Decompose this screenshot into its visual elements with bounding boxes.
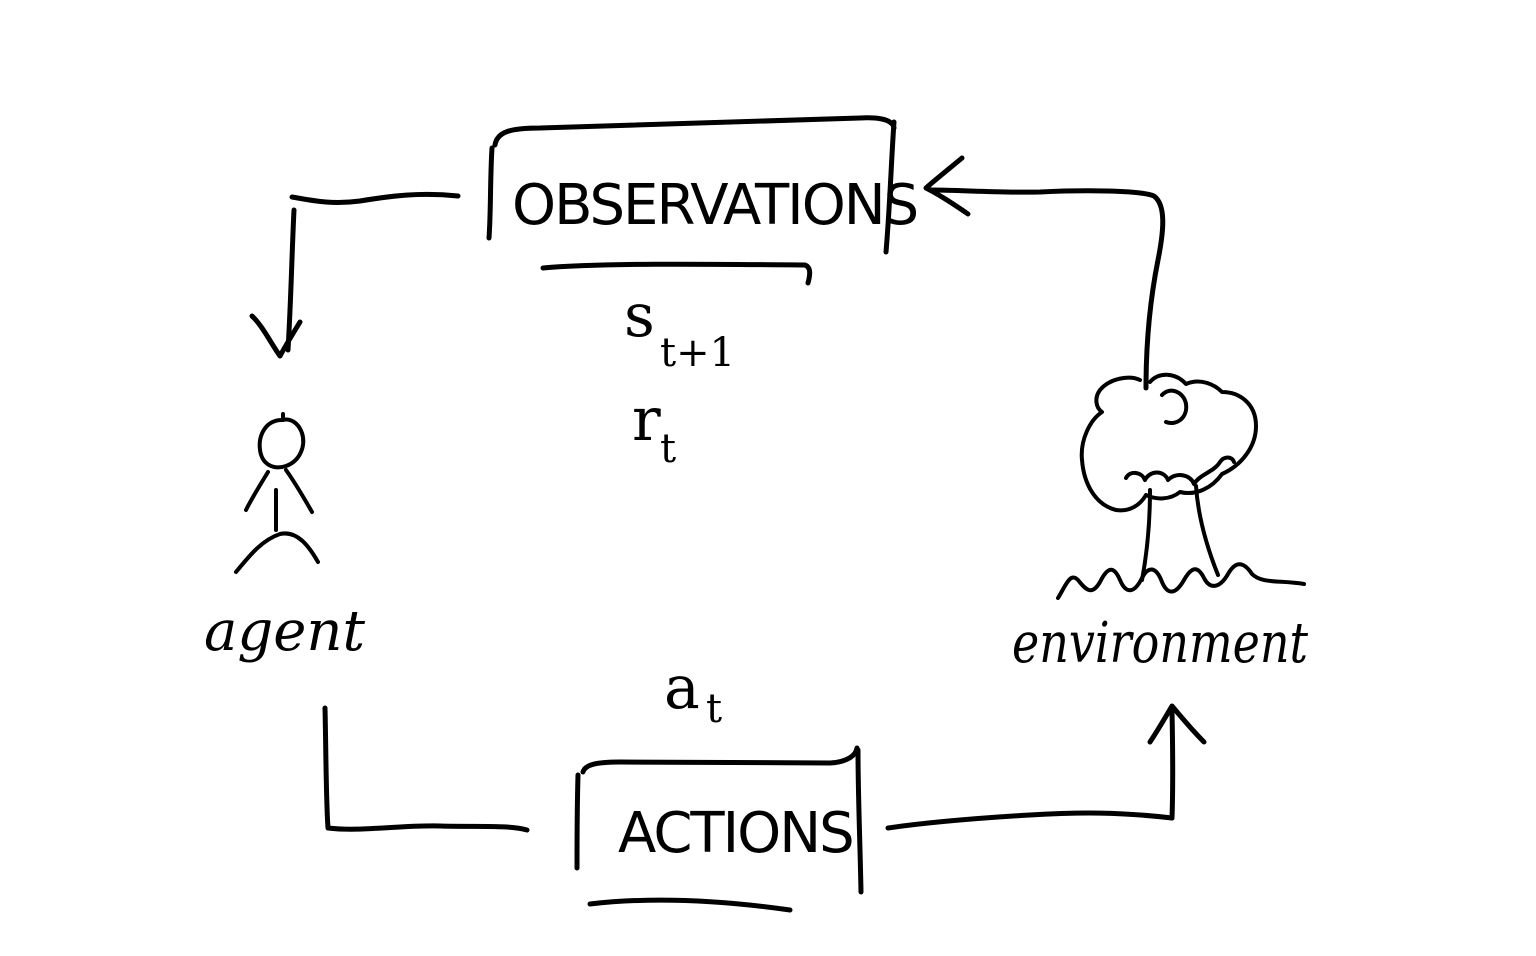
action-variable: a t [664,653,722,732]
arrow-head-up [1147,703,1207,745]
environment-label: environment [1012,611,1308,676]
next-state-symbol: s [624,281,655,351]
next-state-subscript: t+1 [660,330,735,376]
action-symbol: a [664,653,700,723]
reward-subscript: t [660,426,676,472]
actions-label: ACTIONS [618,801,853,866]
arrow-head-down [249,313,303,359]
action-subscript: t [706,686,722,732]
actions-box: ACTIONS [574,745,864,913]
tree-icon [1056,372,1306,600]
observations-box: OBSERVATIONS [486,115,919,286]
arrow-environment-to-observations [923,155,1166,391]
arrow-observations-to-agent [249,191,461,359]
next-state-variable: s t+1 [624,281,735,376]
arrow-head-left [923,155,971,217]
stick-figure-icon [234,412,320,574]
arrow-agent-to-actions [322,705,530,833]
agent-label: agent [204,599,365,664]
arrow-actions-to-environment [885,703,1207,831]
observations-label: OBSERVATIONS [512,173,917,238]
reward-variable: r t [632,385,676,472]
reward-symbol: r [632,385,661,455]
